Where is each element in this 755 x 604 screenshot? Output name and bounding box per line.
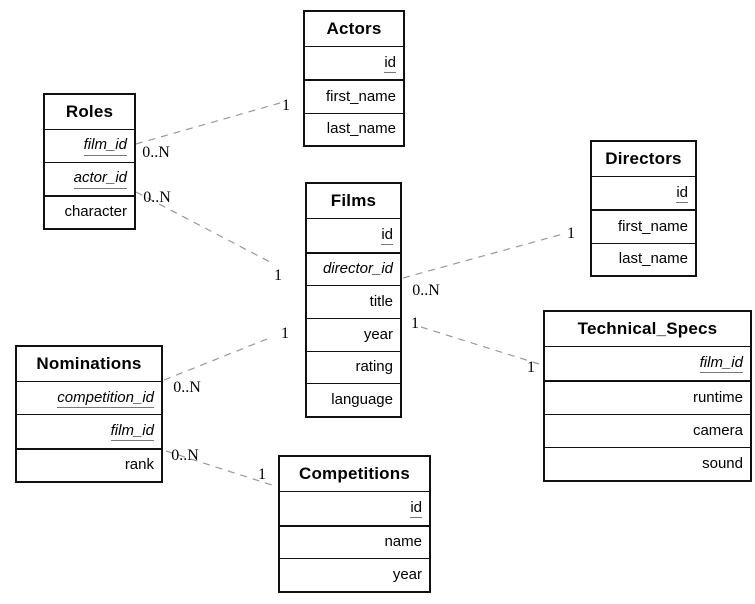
nominations-field-competition_id: competition_id [57,389,154,408]
field-row: rating [307,352,400,385]
nominations-field-film_id: film_id [110,422,154,442]
films-field-title: title [369,293,393,311]
entity-table-technical-specs: Technical_Specs film_id runtime camera s… [543,310,752,482]
cardinality-label-roles-actors-many: 0..N [142,144,170,161]
cardinality-label-roles-films-one: 1 [274,267,282,284]
cardinality-label-roles-actors-one: 1 [282,97,290,114]
field-row: first_name [305,81,403,114]
field-row: rank [17,450,161,481]
field-row: director_id [307,254,400,287]
entity-table-nominations: Nominations competition_id film_id rank [15,345,163,483]
entity-table-roles: Roles film_id actor_id character [43,93,136,230]
roles-field-film_id: film_id [83,136,127,156]
field-row: last_name [592,244,695,275]
cardinality-label-films-directors-many: 0..N [412,282,440,299]
technical-specs-field-runtime: runtime [692,388,743,406]
field-row: camera [545,415,750,448]
roles-field-actor_id: actor_id [73,169,127,189]
field-row: film_id [45,130,134,163]
table-title-technical-specs: Technical_Specs [545,312,750,347]
roles-field-character: character [64,203,127,221]
field-row: film_id [545,347,750,382]
cardinality-label-films-technical-specs-one-right: 1 [527,359,535,376]
actors-field-last_name: last_name [326,120,396,138]
field-row: runtime [545,382,750,415]
technical-specs-field-sound: sound [702,454,743,472]
films-field-rating: rating [355,358,393,376]
entity-table-competitions: Competitions id name year [278,455,431,593]
films-field-director_id: director_id [322,260,393,278]
relationship-line-films-technical-specs [420,326,540,365]
table-title-roles: Roles [45,95,134,130]
field-row: id [592,177,695,212]
field-row: name [280,527,429,560]
actors-field-first_name: first_name [325,87,396,105]
field-row: actor_id [45,163,134,197]
nominations-field-rank: rank [124,456,154,474]
field-row: id [280,492,429,527]
field-row: film_id [17,415,161,450]
films-field-language: language [331,391,393,409]
field-row: character [45,197,134,228]
table-title-directors: Directors [592,142,695,177]
entity-table-directors: Directors id first_name last_name [590,140,697,277]
field-row: first_name [592,211,695,244]
field-row: sound [545,448,750,480]
table-title-nominations: Nominations [17,347,161,382]
table-title-competitions: Competitions [280,457,429,492]
relationship-line-roles-actors [135,102,281,145]
cardinality-label-nominations-films-many: 0..N [173,379,201,396]
field-row: last_name [305,114,403,145]
directors-field-first_name: first_name [617,217,688,235]
field-row: title [307,286,400,320]
cardinality-label-films-directors-one: 1 [567,225,575,242]
directors-field-id: id [676,184,688,203]
cardinality-label-nominations-films-one: 1 [281,325,289,342]
relationship-line-nominations-competitions [165,450,276,487]
competitions-field-year: year [392,566,422,584]
table-title-actors: Actors [305,12,403,47]
actors-field-id: id [384,54,396,73]
cardinality-label-roles-films-many: 0..N [143,189,171,206]
relationship-line-films-directors [402,233,564,279]
field-row: competition_id [17,382,161,416]
field-row: year [307,319,400,352]
cardinality-label-nominations-competitions-many: 0..N [171,447,199,464]
competitions-field-name: name [384,533,422,551]
table-title-films: Films [307,184,400,219]
field-row: language [307,384,400,416]
field-row: id [307,219,400,254]
field-row: id [305,47,403,82]
field-row: year [280,559,429,591]
entity-table-films: Films id director_id title year rating l… [305,182,402,418]
films-field-id: id [381,226,393,245]
relationship-line-nominations-films [163,336,273,381]
entity-table-actors: Actors id first_name last_name [303,10,405,147]
technical-specs-field-camera: camera [692,421,743,439]
cardinality-label-films-technical-specs-one-left: 1 [411,315,419,332]
directors-field-last_name: last_name [618,250,688,268]
technical-specs-field-film_id: film_id [699,354,743,374]
cardinality-label-nominations-competitions-one: 1 [258,466,266,483]
films-field-year: year [363,325,393,343]
competitions-field-id: id [410,499,422,518]
